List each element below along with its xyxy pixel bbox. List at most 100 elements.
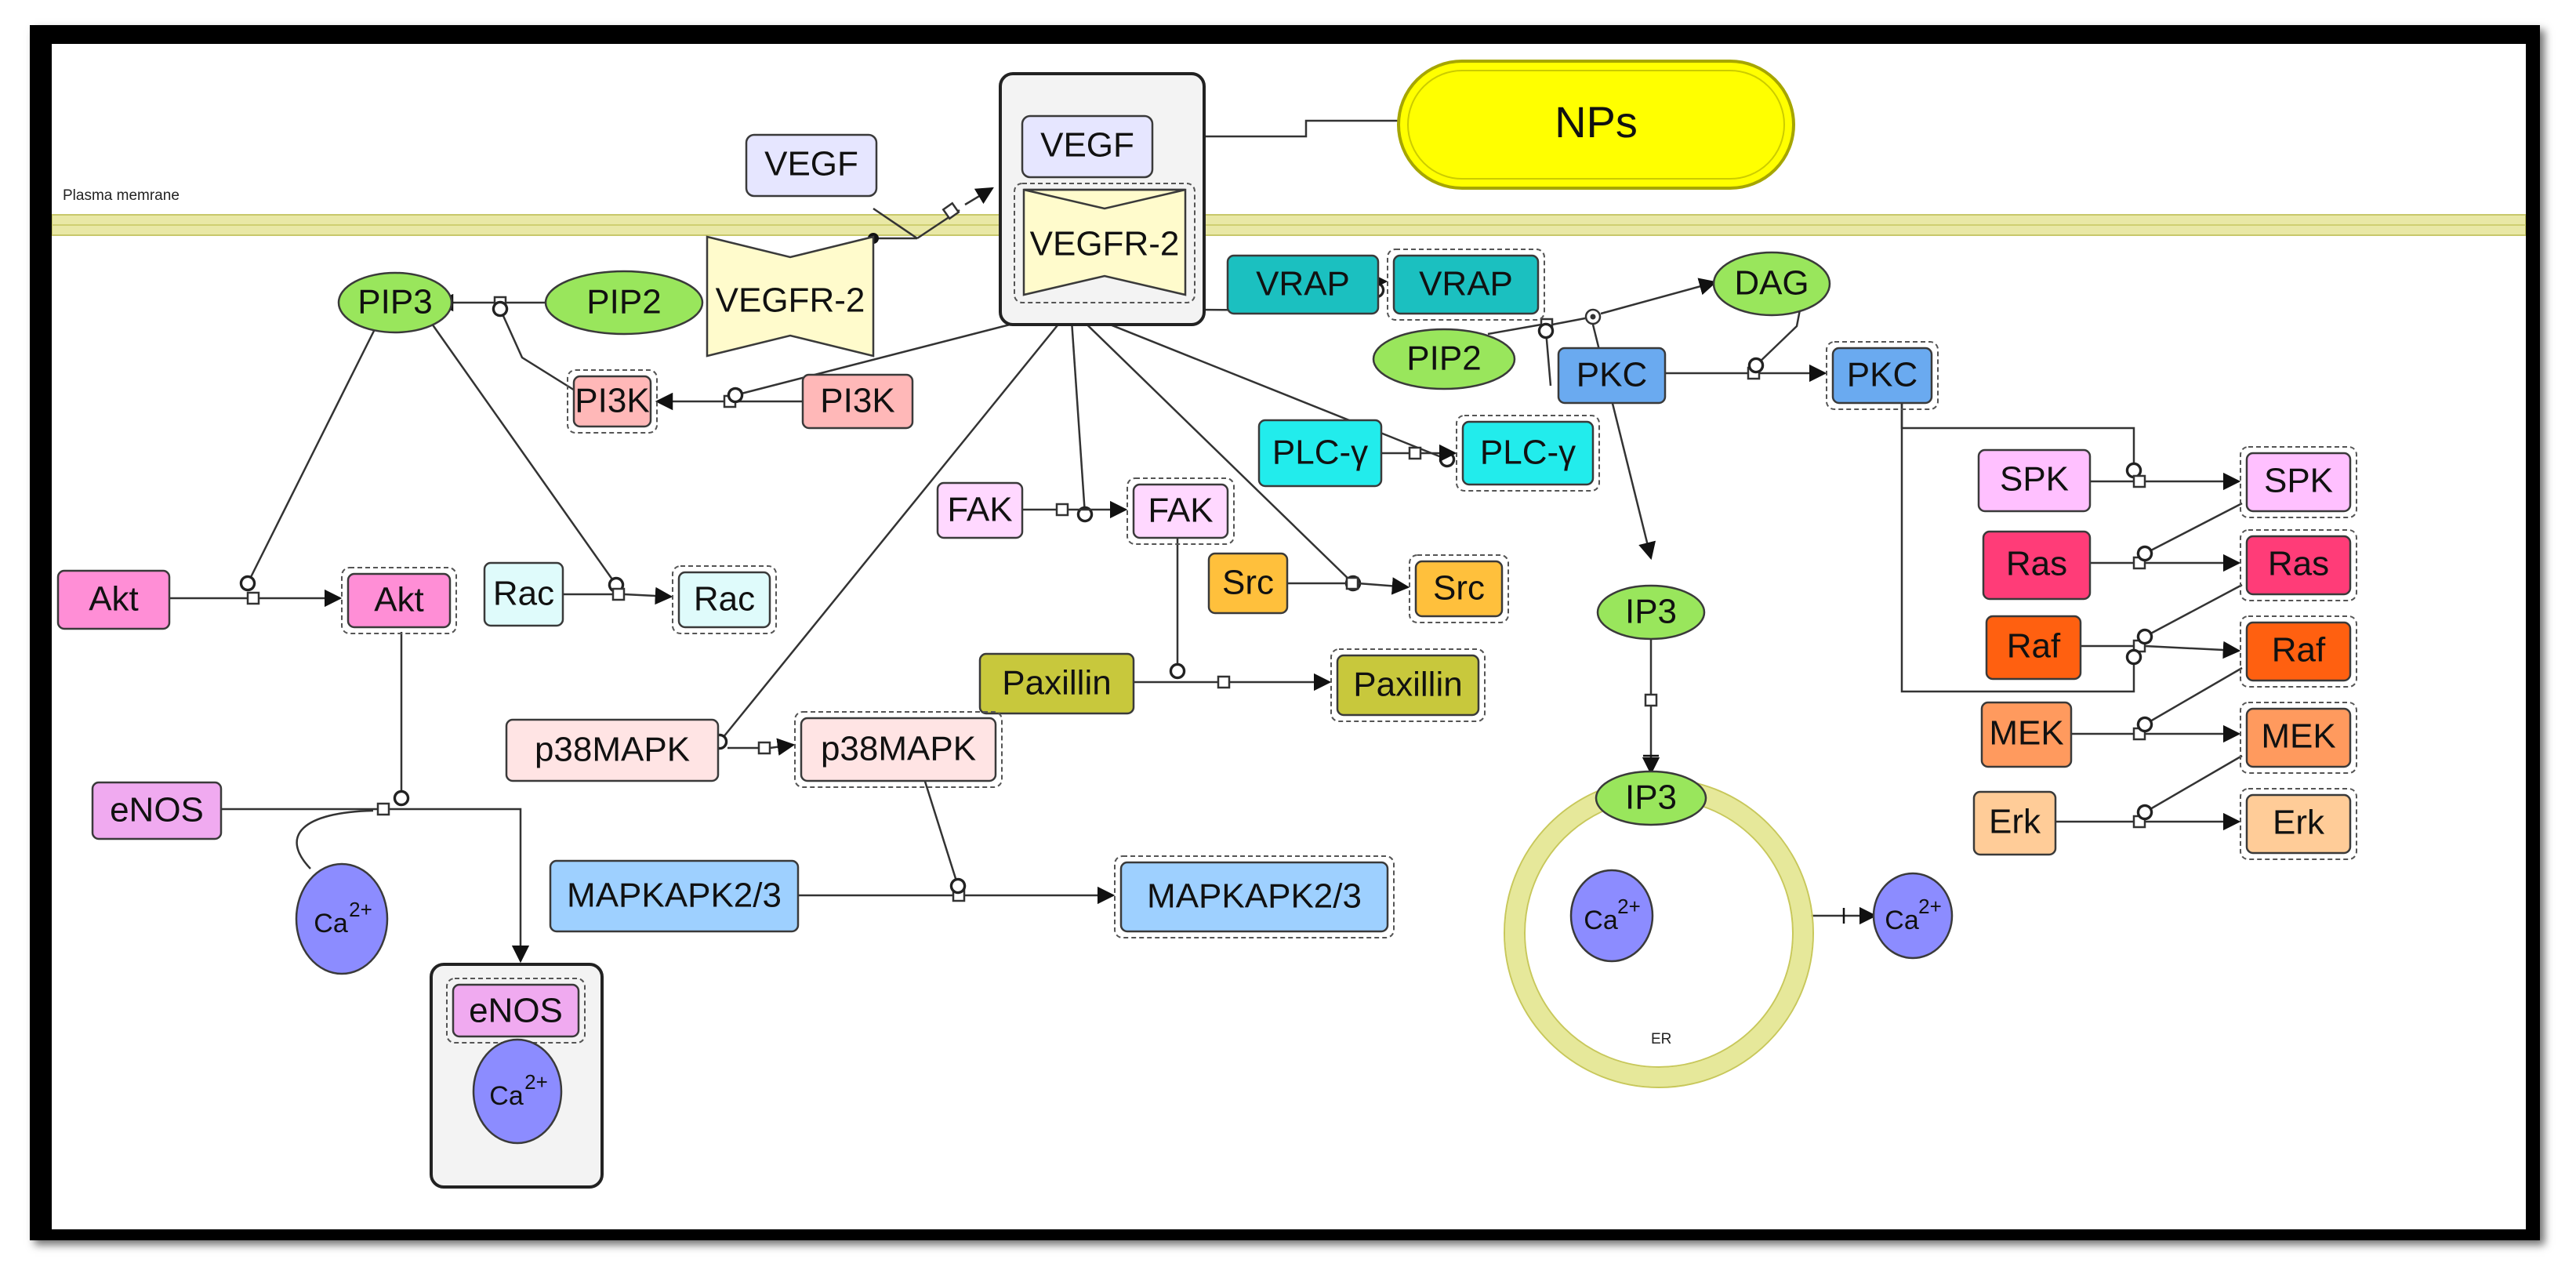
- mapkapk-node: MAPKAPK2/3: [549, 859, 800, 933]
- pi3k-node: PI3K: [801, 373, 914, 430]
- calcium-er-label: Ca: [1584, 906, 1618, 935]
- vegfr2-node: VEGFR-2: [706, 235, 875, 358]
- vrap-active-label: VRAP: [1419, 265, 1513, 303]
- spk-node: SPK: [1977, 448, 2092, 513]
- erk-label: Erk: [1989, 803, 2041, 841]
- nps-label: NPs: [1555, 97, 1638, 147]
- enos-label: eNOS: [110, 791, 204, 829]
- vrap-active-node: VRAP: [1387, 249, 1545, 321]
- pkc-node: PKC: [1557, 347, 1667, 405]
- diagram-canvas: Plasma memrane: [52, 44, 2526, 1229]
- er-label: ER: [1651, 1031, 1671, 1047]
- src-label: Src: [1222, 564, 1274, 602]
- enos-node: eNOS: [91, 781, 223, 840]
- mek-active-node: MEK: [2240, 702, 2357, 774]
- akt-node: Akt: [56, 569, 171, 630]
- pip3-label: PIP3: [357, 283, 432, 321]
- complex-enos-label: eNOS: [469, 992, 563, 1030]
- ip3-er-node: IP3: [1595, 770, 1707, 826]
- calcium-released-node: Ca 2+: [1872, 872, 1954, 960]
- fak-node: FAK: [936, 481, 1024, 539]
- mapkapk-active-label: MAPKAPK2/3: [1147, 877, 1362, 916]
- paxillin-active-node: Paxillin: [1330, 648, 1486, 722]
- src-active-node: Src: [1409, 554, 1509, 623]
- pkc-active-label: PKC: [1847, 356, 1917, 394]
- spk-active-node: SPK: [2240, 446, 2357, 518]
- akt-active-node: Akt: [341, 567, 457, 634]
- calcium-er-charge: 2+: [1617, 895, 1641, 918]
- spk-label: SPK: [2000, 460, 2069, 499]
- pkc-label: PKC: [1576, 356, 1647, 394]
- plasma-membrane-label: Plasma memrane: [63, 187, 180, 204]
- rac-node: Rac: [483, 561, 564, 627]
- plcg-active-node: PLC-γ: [1456, 415, 1600, 492]
- src-active-label: Src: [1433, 569, 1485, 608]
- plcg-active-label: PLC-γ: [1480, 434, 1576, 472]
- fak-label: FAK: [947, 491, 1012, 529]
- p38mapk-label: p38MAPK: [535, 731, 690, 769]
- raf-node: Raf: [1985, 615, 2082, 681]
- plasma-membrane: Plasma memrane: [52, 187, 2526, 236]
- pip2-right-node: PIP2: [1372, 328, 1516, 390]
- complex-calcium-charge: 2+: [524, 1070, 548, 1094]
- vrap-label: VRAP: [1256, 265, 1350, 303]
- pi3k-active-node: PI3K: [567, 369, 658, 434]
- ras-active-label: Ras: [2268, 545, 2329, 583]
- pip2-left-node: PIP2: [544, 270, 704, 336]
- nps-node: NPs: [1397, 60, 1795, 190]
- paxillin-label: Paxillin: [1002, 664, 1111, 702]
- vegf-node: VEGF: [745, 133, 878, 198]
- p38mapk-active-node: p38MAPK: [794, 711, 1003, 788]
- erk-node: Erk: [1972, 790, 2057, 856]
- spk-active-label: SPK: [2264, 462, 2333, 500]
- pi3k-label: PI3K: [820, 382, 894, 420]
- calcium-released-charge: 2+: [1918, 895, 1942, 918]
- plcg-label: PLC-γ: [1272, 434, 1368, 472]
- complex-vegfr2-label: VEGFR-2: [1030, 225, 1180, 263]
- rac-label: Rac: [493, 575, 554, 613]
- p38mapk-active-label: p38MAPK: [821, 730, 976, 768]
- calcium-left-charge: 2+: [349, 898, 372, 921]
- src-node: Src: [1207, 552, 1289, 615]
- erk-active-node: Erk: [2240, 788, 2357, 860]
- calcium-left-label: Ca: [314, 909, 348, 938]
- ras-label: Ras: [2006, 545, 2067, 583]
- calcium-er-node: Ca 2+: [1569, 869, 1654, 963]
- rac-active-label: Rac: [694, 580, 755, 619]
- rac-active-node: Rac: [672, 565, 777, 634]
- akt-label: Akt: [89, 580, 139, 619]
- complex-calcium-label: Ca: [489, 1081, 524, 1111]
- fak-active-label: FAK: [1148, 492, 1213, 530]
- calcium-left-node: Ca 2+: [295, 862, 389, 975]
- enos-calcium-complex: eNOS Ca 2+: [430, 963, 604, 1189]
- dag-label: DAG: [1734, 264, 1809, 303]
- mapkapk-label: MAPKAPK2/3: [567, 877, 782, 915]
- pip3-node: PIP3: [337, 271, 453, 334]
- ras-active-node: Ras: [2240, 529, 2357, 601]
- pip2-right-label: PIP2: [1406, 339, 1481, 378]
- mek-label: MEK: [1989, 714, 2063, 753]
- ras-node: Ras: [1982, 530, 2092, 601]
- calcium-released-label: Ca: [1885, 906, 1919, 935]
- dag-node: DAG: [1712, 251, 1831, 317]
- paxillin-node: Paxillin: [978, 652, 1135, 715]
- ip3-er-label: IP3: [1625, 779, 1677, 817]
- paxillin-active-label: Paxillin: [1353, 666, 1462, 704]
- ip3-node: IP3: [1596, 584, 1706, 641]
- pkc-active-node: PKC: [1826, 341, 1939, 410]
- raf-label: Raf: [2007, 627, 2061, 666]
- pip2-left-label: PIP2: [586, 283, 661, 321]
- fak-active-node: FAK: [1127, 477, 1235, 545]
- erk-active-label: Erk: [2273, 804, 2325, 842]
- raf-active-label: Raf: [2272, 631, 2326, 670]
- complex-vegf-label: VEGF: [1040, 126, 1134, 165]
- mapkapk-active-node: MAPKAPK2/3: [1114, 855, 1395, 938]
- akt-active-label: Akt: [374, 581, 424, 619]
- plcg-node: PLC-γ: [1257, 419, 1383, 488]
- ip3-label: IP3: [1625, 593, 1677, 631]
- vegf-vegfr2-complex: VEGF VEGFR-2: [999, 72, 1206, 326]
- vrap-node: VRAP: [1226, 254, 1380, 315]
- p38mapk-node: p38MAPK: [505, 718, 720, 782]
- pathway-diagram: Plasma memrane: [52, 60, 2526, 1189]
